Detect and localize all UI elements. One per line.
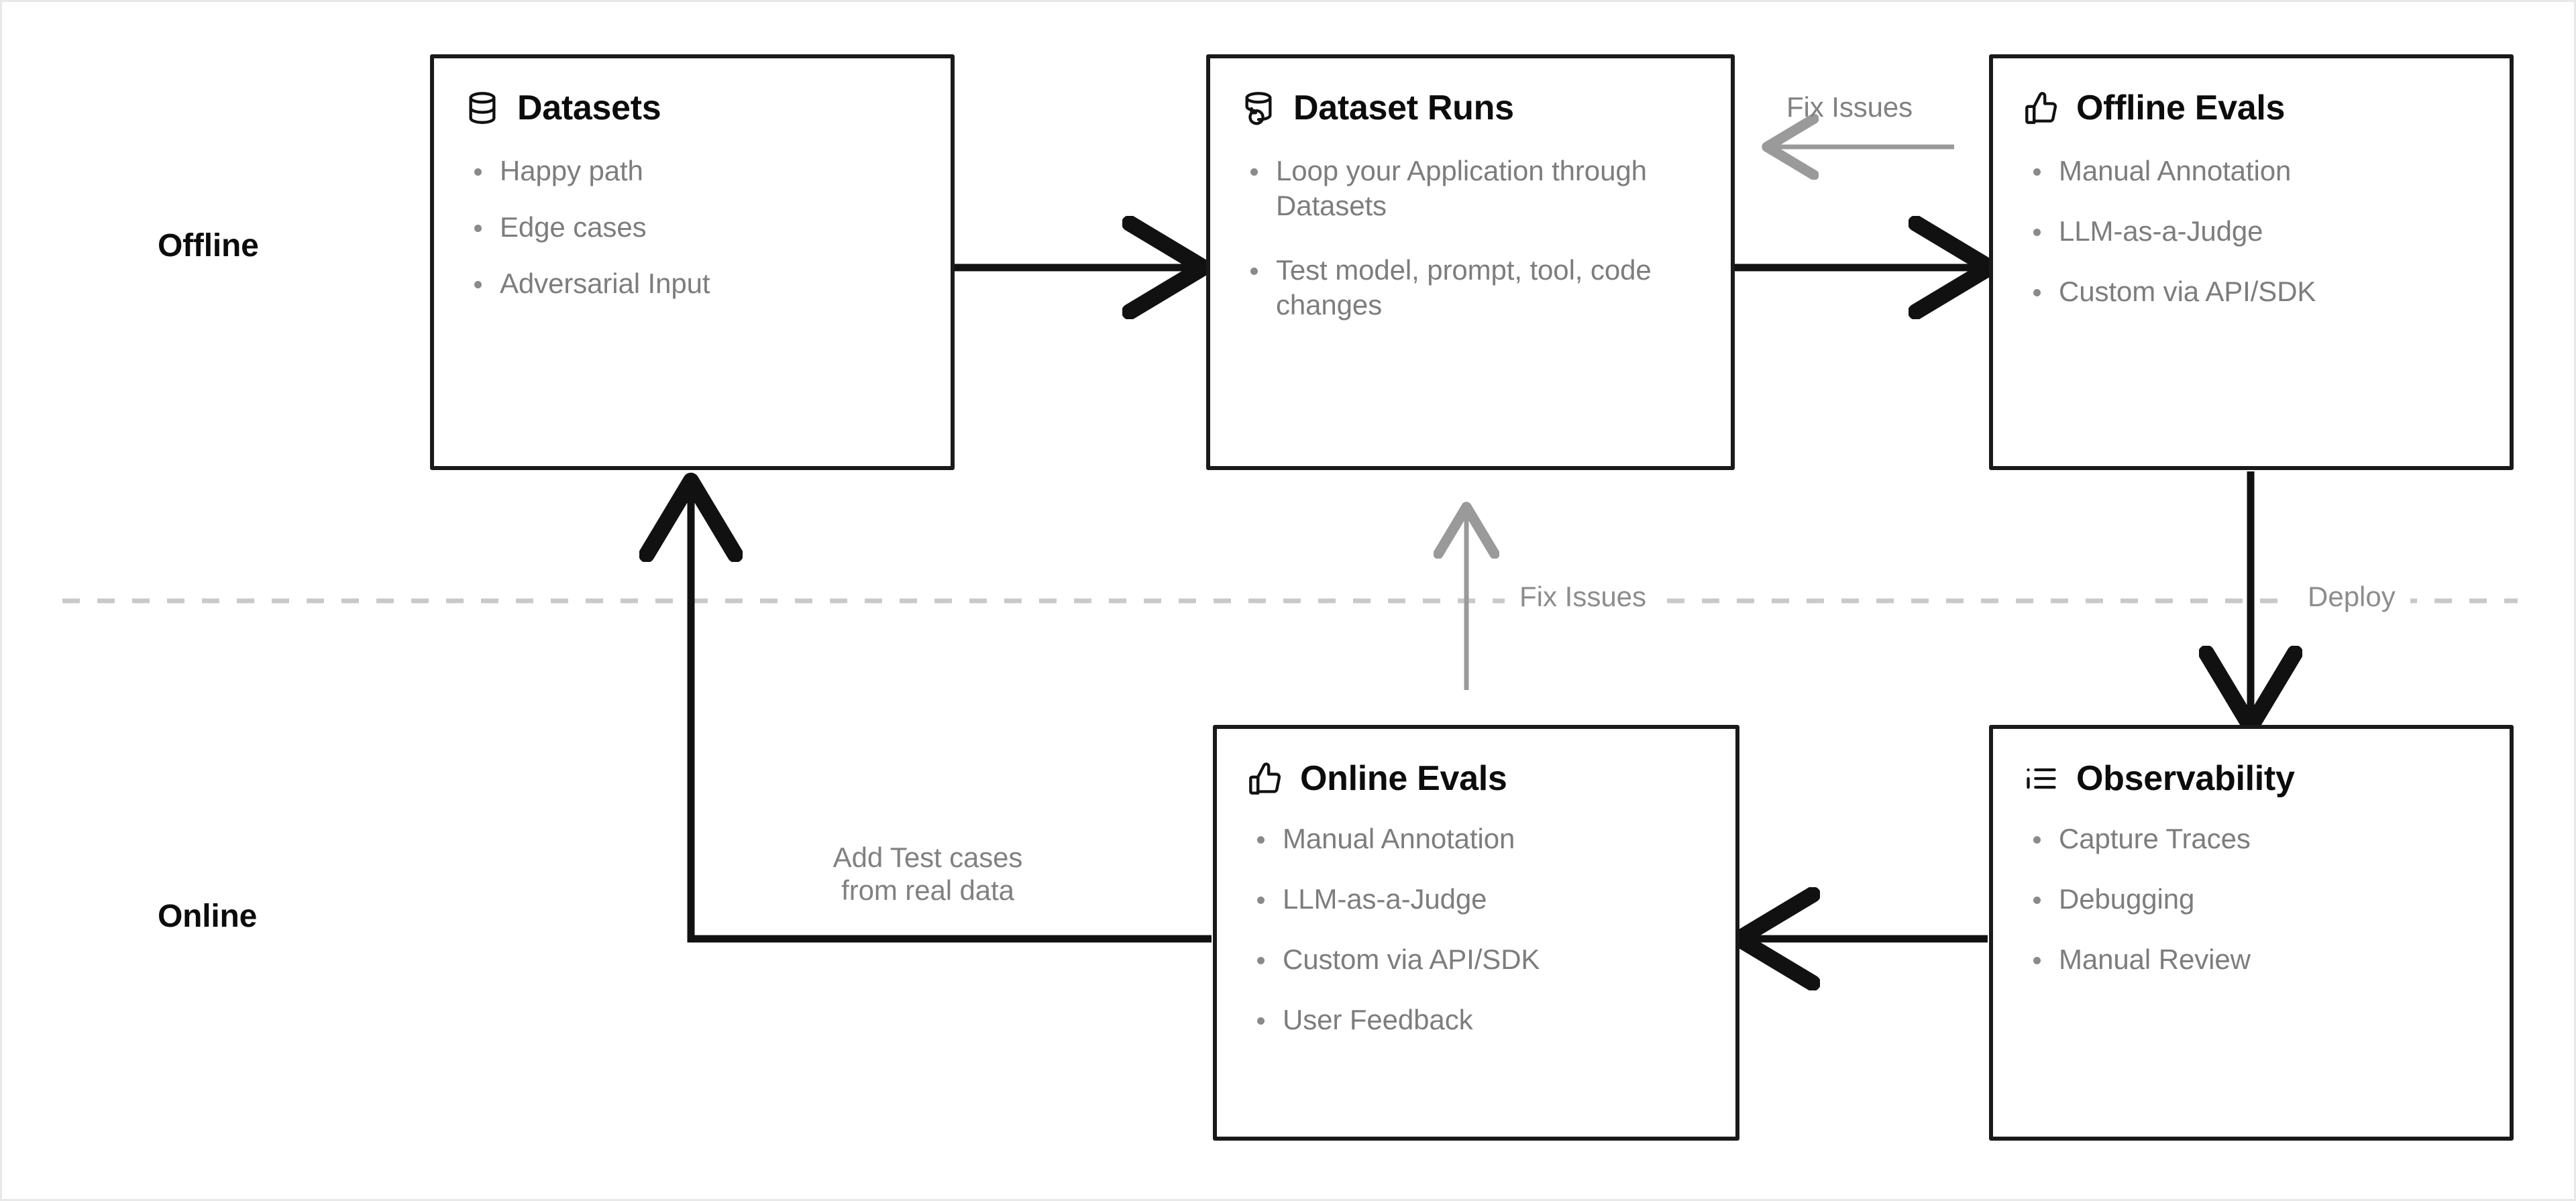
list-item: Custom via API/SDK [1248, 942, 1705, 977]
node-online-evals-bullets: Manual Annotation LLM-as-a-Judge Custom … [1248, 821, 1705, 1037]
list-item: Adversarial Input [465, 266, 920, 301]
list-item: Edge cases [465, 210, 920, 245]
database-history-icon [1241, 91, 1276, 125]
add-test-cases-line-1: Add Test cases [833, 842, 1023, 873]
node-online-evals[interactable]: Online Evals Manual Annotation LLM-as-a-… [1213, 725, 1739, 1141]
edge-label-fix-issues-divider: Fix Issues [1505, 583, 1662, 611]
lane-label-offline: Offline [158, 228, 259, 264]
node-offline-evals-title: Offline Evals [2076, 89, 2286, 127]
thumbs-up-icon [2024, 91, 2059, 125]
list-item: Happy path [465, 154, 920, 188]
list-item: User Feedback [1248, 1003, 1705, 1037]
add-test-cases-line-2: from real data [841, 874, 1014, 906]
edge-label-add-test-cases: Add Test cases from real data [814, 842, 1042, 907]
node-observability-header: Observability [2024, 761, 2479, 796]
node-datasets-bullets: Happy path Edge cases Adversarial Input [465, 154, 920, 301]
list-indent-icon [2024, 761, 2059, 796]
list-item: Custom via API/SDK [2024, 274, 2479, 309]
lane-label-online: Online [158, 899, 258, 934]
edge-label-fix-issues-top: Fix Issues [1786, 91, 1913, 123]
node-dataset-runs[interactable]: Dataset Runs Loop your Application throu… [1206, 54, 1735, 470]
node-offline-evals-bullets: Manual Annotation LLM-as-a-Judge Custom … [2024, 154, 2479, 309]
list-item: Test model, prompt, tool, code changes [1241, 253, 1678, 323]
node-dataset-runs-bullets: Loop your Application through Datasets T… [1241, 154, 1700, 323]
list-item: Manual Review [2024, 942, 2479, 977]
list-item: Manual Annotation [2024, 154, 2479, 188]
node-datasets[interactable]: Datasets Happy path Edge cases Adversari… [430, 54, 955, 470]
node-dataset-runs-title: Dataset Runs [1293, 89, 1514, 127]
database-icon [465, 91, 500, 125]
node-online-evals-header: Online Evals [1248, 761, 1705, 796]
list-item: Debugging [2024, 882, 2479, 917]
node-datasets-header: Datasets [465, 91, 920, 125]
thumbs-up-icon [1248, 761, 1283, 796]
node-datasets-title: Datasets [517, 89, 661, 127]
list-item: Capture Traces [2024, 821, 2479, 856]
edge-label-deploy: Deploy [2293, 583, 2410, 611]
list-item: LLM-as-a-Judge [1248, 882, 1705, 917]
node-observability-title: Observability [2076, 759, 2295, 798]
node-offline-evals[interactable]: Offline Evals Manual Annotation LLM-as-a… [1989, 54, 2514, 470]
node-offline-evals-header: Offline Evals [2024, 91, 2479, 125]
node-observability-bullets: Capture Traces Debugging Manual Review [2024, 821, 2479, 977]
node-dataset-runs-header: Dataset Runs [1241, 91, 1700, 125]
list-item: LLM-as-a-Judge [2024, 214, 2479, 249]
node-observability[interactable]: Observability Capture Traces Debugging M… [1989, 725, 2514, 1141]
list-item: Manual Annotation [1248, 821, 1705, 856]
node-online-evals-title: Online Evals [1300, 759, 1507, 798]
list-item: Loop your Application through Datasets [1241, 154, 1652, 223]
